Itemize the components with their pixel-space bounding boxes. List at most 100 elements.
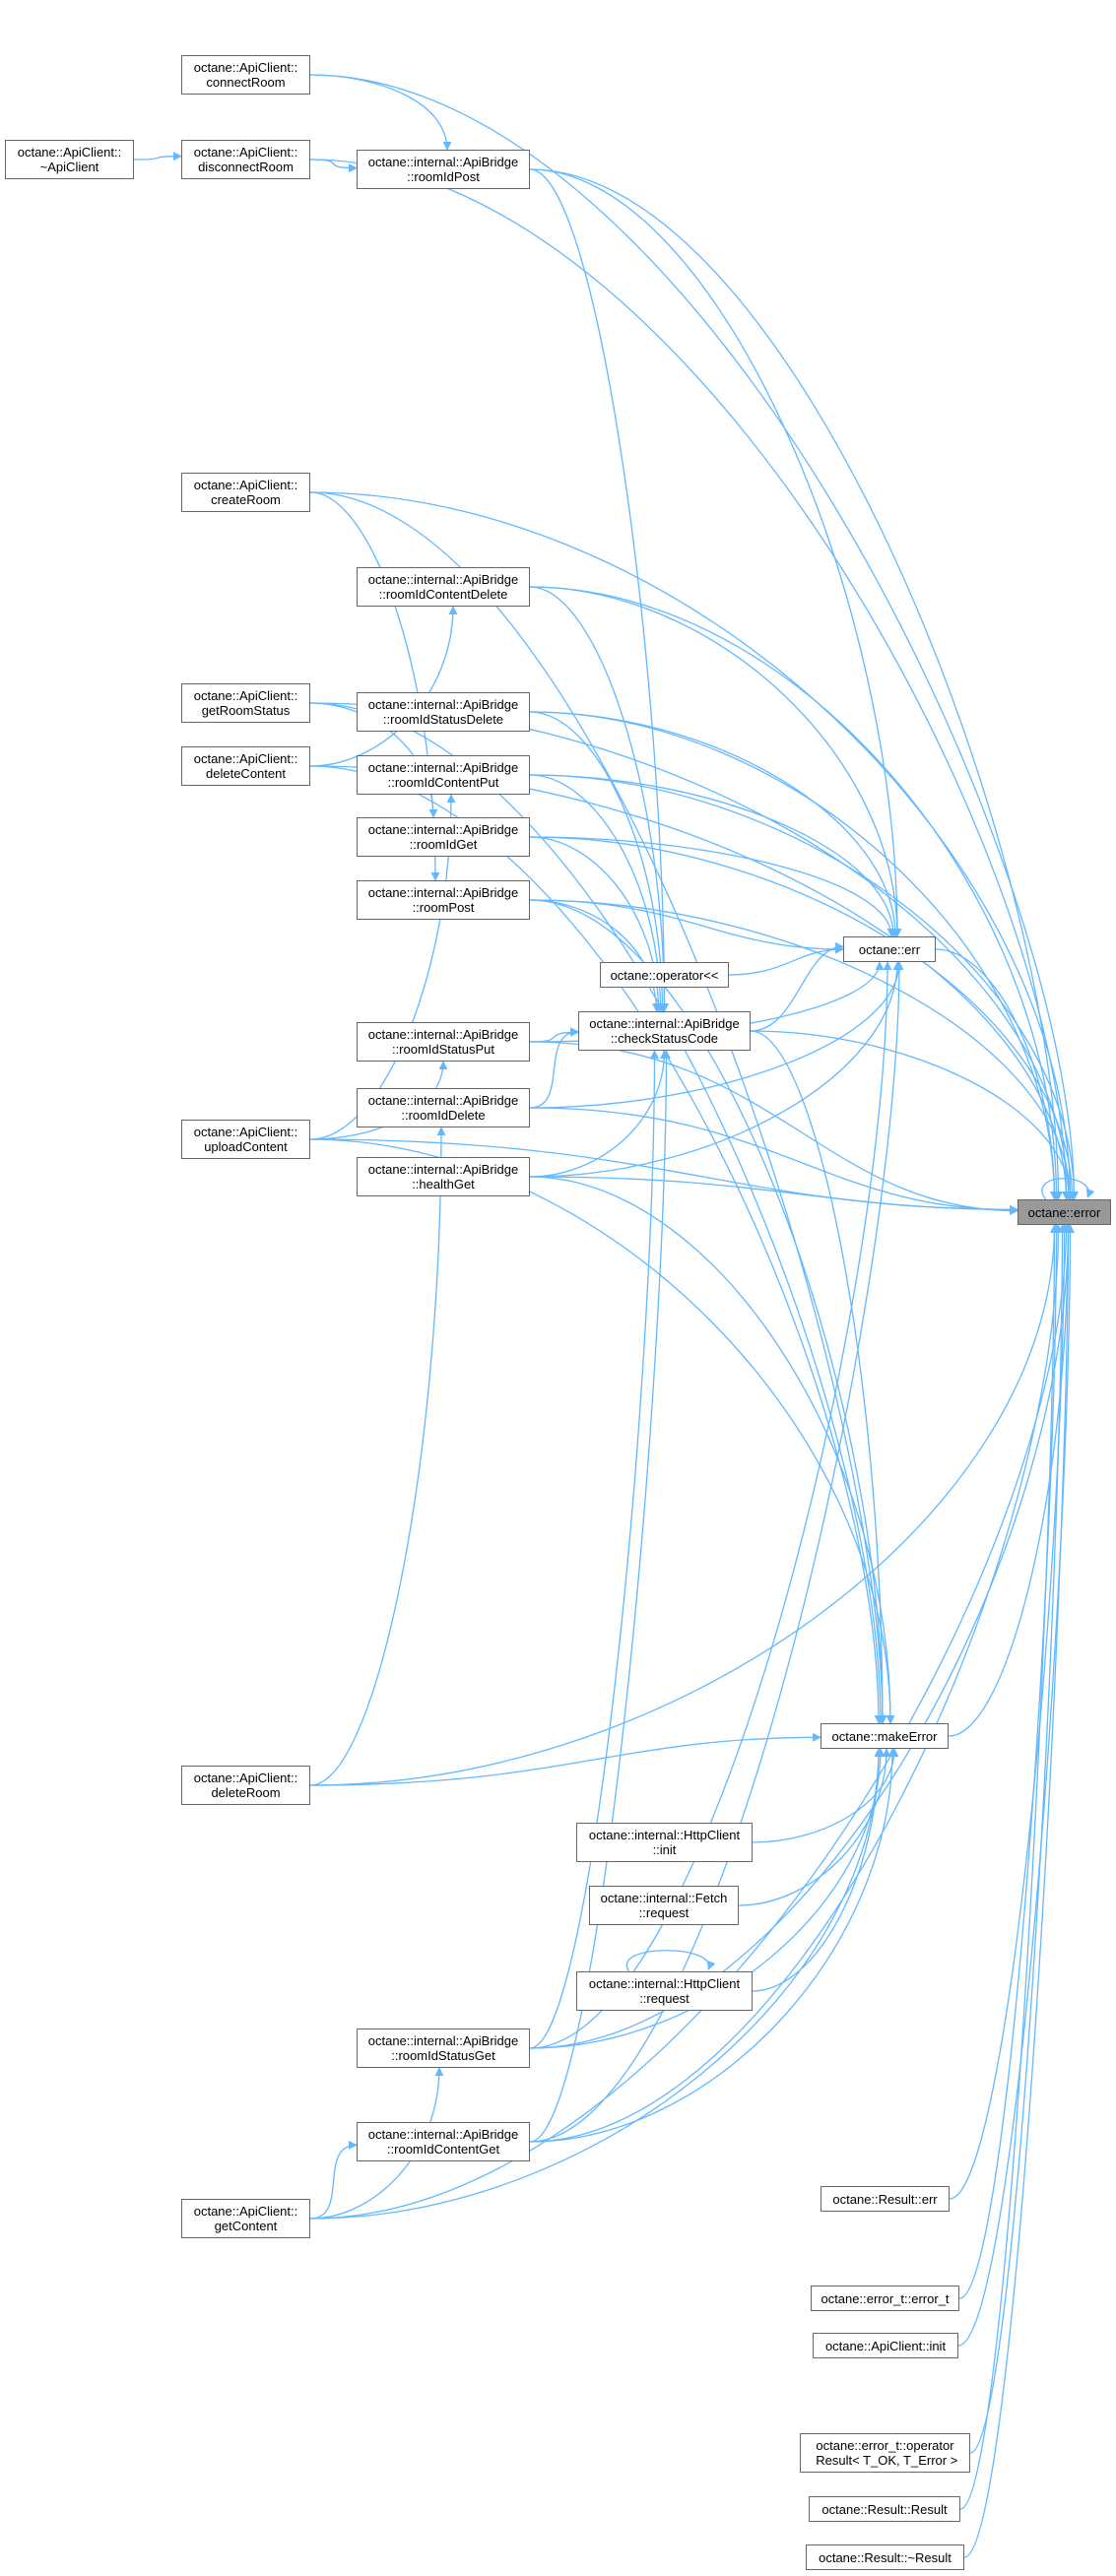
node-result-destructor[interactable]: octane::Result::~Result <box>806 2544 964 2570</box>
edge-M-to-T <box>935 948 1059 1200</box>
node-label: octane::internal::ApiBridge ::roomPost <box>367 885 519 915</box>
edge-D-to-M <box>529 168 902 937</box>
node-operator-stream[interactable]: octane::operator<< <box>600 962 729 988</box>
edge-X-to-U <box>738 1748 891 1906</box>
node-delete-content[interactable]: octane::ApiClient:: deleteContent <box>181 746 310 786</box>
node-label: octane::ApiClient::init <box>824 2338 947 2353</box>
edge-G-to-U <box>309 702 886 1724</box>
node-room-id-content-delete[interactable]: octane::internal::ApiBridge ::roomIdCont… <box>357 567 530 607</box>
node-room-id-status-put[interactable]: octane::internal::ApiBridge ::roomIdStat… <box>357 1022 530 1062</box>
edge-Q-to-O <box>529 1027 579 1109</box>
node-room-id-delete[interactable]: octane::internal::ApiBridge ::roomIdDele… <box>357 1088 530 1127</box>
node-label: octane::ApiClient:: deleteRoom <box>193 1771 298 1800</box>
edge-V-to-T <box>309 1224 1059 1786</box>
edge-J-to-O <box>529 774 665 1012</box>
edge-AB-to-AA <box>309 2140 358 2220</box>
node-label: octane::operator<< <box>610 967 719 983</box>
node-label: octane::internal::ApiBridge ::roomIdDele… <box>367 1093 519 1123</box>
node-err[interactable]: octane::err <box>843 936 936 962</box>
node-label: octane::internal::ApiBridge ::roomIdCont… <box>367 2127 519 2157</box>
node-room-id-content-put[interactable]: octane::internal::ApiBridge ::roomIdCont… <box>357 755 530 795</box>
node-label: octane::Result::err <box>832 2191 938 2207</box>
edge-AA-to-U <box>529 1748 897 2143</box>
edge-J-to-T <box>529 774 1079 1200</box>
node-health-get[interactable]: octane::internal::ApiBridge ::healthGet <box>357 1157 530 1196</box>
edge-W-to-U <box>752 1748 899 1843</box>
edge-S-to-M <box>529 961 902 1178</box>
edge-L-to-M <box>529 899 844 954</box>
node-label: octane::ApiClient:: getRoomStatus <box>193 688 298 718</box>
node-result-err[interactable]: octane::Result::err <box>821 2186 950 2212</box>
node-make-error[interactable]: octane::makeError <box>821 1723 949 1749</box>
node-label: octane::internal::HttpClient ::request <box>588 1976 741 2006</box>
edge-B-to-D <box>309 74 452 151</box>
edge-H-to-O <box>529 711 667 1012</box>
node-disconnect-room[interactable]: octane::ApiClient:: disconnectRoom <box>181 140 310 179</box>
edge-Q-to-T <box>529 1107 1018 1215</box>
edge-R-to-U <box>309 1138 895 1724</box>
edge-O-to-T <box>750 1030 1075 1200</box>
node-get-room-status[interactable]: octane::ApiClient:: getRoomStatus <box>181 683 310 723</box>
node-delete-room[interactable]: octane::ApiClient:: deleteRoom <box>181 1766 310 1805</box>
node-http-client-init[interactable]: octane::internal::HttpClient ::init <box>576 1823 753 1862</box>
node-check-status-code[interactable]: octane::internal::ApiBridge ::checkStatu… <box>578 1011 751 1051</box>
edge-Y-to-U <box>752 1748 884 1992</box>
node-room-id-status-delete[interactable]: octane::internal::ApiBridge ::roomIdStat… <box>357 692 530 732</box>
node-label: octane::internal::ApiBridge ::roomIdStat… <box>367 697 519 727</box>
edge-J-to-M <box>529 774 898 937</box>
edge-AG-to-T <box>959 1224 1059 2510</box>
node-label: octane::error <box>1027 1204 1101 1220</box>
edge-H-to-T <box>529 711 1059 1200</box>
edge-A-to-C <box>133 152 182 161</box>
node-label: octane::Result::~Result <box>819 2549 952 2565</box>
edge-E-to-T <box>309 491 1075 1200</box>
node-error-current: octane::error <box>1018 1199 1111 1225</box>
edge-L-to-T <box>529 899 1075 1200</box>
node-label: octane::ApiClient:: createRoom <box>193 478 298 507</box>
edge-T-to-T <box>1041 1178 1095 1200</box>
node-result-constructor[interactable]: octane::Result::Result <box>809 2496 960 2522</box>
edge-F-to-M <box>529 586 902 937</box>
node-label: octane::internal::HttpClient ::init <box>588 1828 741 1857</box>
edge-V-to-U <box>309 1732 821 1786</box>
node-room-post[interactable]: octane::internal::ApiBridge ::roomPost <box>357 880 530 920</box>
node-label: octane::makeError <box>831 1728 938 1744</box>
node-room-id-post[interactable]: octane::internal::ApiBridge ::roomIdPost <box>357 150 530 189</box>
node-create-room[interactable]: octane::ApiClient:: createRoom <box>181 473 310 512</box>
node-room-id-status-get[interactable]: octane::internal::ApiBridge ::roomIdStat… <box>357 2029 530 2068</box>
edge-AB-to-Z <box>309 2067 444 2220</box>
node-label: octane::ApiClient:: uploadContent <box>193 1125 298 1154</box>
node-fetch-request[interactable]: octane::internal::Fetch ::request <box>589 1886 739 1925</box>
node-label: octane::internal::ApiBridge ::roomIdStat… <box>367 1027 519 1057</box>
node-get-content[interactable]: octane::ApiClient:: getContent <box>181 2199 310 2238</box>
edge-AA-to-T <box>529 1224 1063 2143</box>
node-label: octane::internal::ApiBridge ::healthGet <box>367 1162 519 1191</box>
node-label: octane::err <box>858 941 921 957</box>
edge-Q-to-M <box>529 961 904 1109</box>
node-connect-room[interactable]: octane::ApiClient:: connectRoom <box>181 55 310 95</box>
node-room-id-content-get[interactable]: octane::internal::ApiBridge ::roomIdCont… <box>357 2122 530 2161</box>
edge-U-to-T <box>948 1224 1073 1737</box>
node-http-client-request[interactable]: octane::internal::HttpClient ::request <box>576 1971 753 2011</box>
node-apiclient-init[interactable]: octane::ApiClient::init <box>813 2333 958 2358</box>
edge-Z-to-U <box>529 1748 886 2049</box>
edge-AC-to-T <box>949 1224 1069 2200</box>
node-label: octane::ApiClient:: deleteContent <box>193 751 298 781</box>
node-error-t-constructor[interactable]: octane::error_t::error_t <box>811 2286 959 2311</box>
node-upload-content[interactable]: octane::ApiClient:: uploadContent <box>181 1120 310 1159</box>
edge-S-to-T <box>529 1176 1018 1214</box>
edge-D-to-T <box>529 168 1063 1200</box>
edge-AE-to-T <box>957 1224 1075 2347</box>
node-label: octane::internal::ApiBridge ::roomIdGet <box>367 822 519 852</box>
node-label: octane::internal::Fetch ::request <box>600 1891 728 1920</box>
node-label: octane::error_t::operator Result< T_OK, … <box>816 2438 958 2468</box>
node-room-id-get[interactable]: octane::internal::ApiBridge ::roomIdGet <box>357 817 530 857</box>
node-label: octane::ApiClient:: getContent <box>193 2204 298 2233</box>
node-error-t-operator-result[interactable]: octane::error_t::operator Result< T_OK, … <box>800 2433 970 2473</box>
node-apiclient-destructor[interactable]: octane::ApiClient:: ~ApiClient <box>5 140 134 179</box>
node-label: octane::internal::ApiBridge ::roomIdCont… <box>367 760 519 790</box>
node-label: octane::error_t::error_t <box>821 2290 950 2306</box>
node-label: octane::Result::Result <box>821 2501 948 2517</box>
